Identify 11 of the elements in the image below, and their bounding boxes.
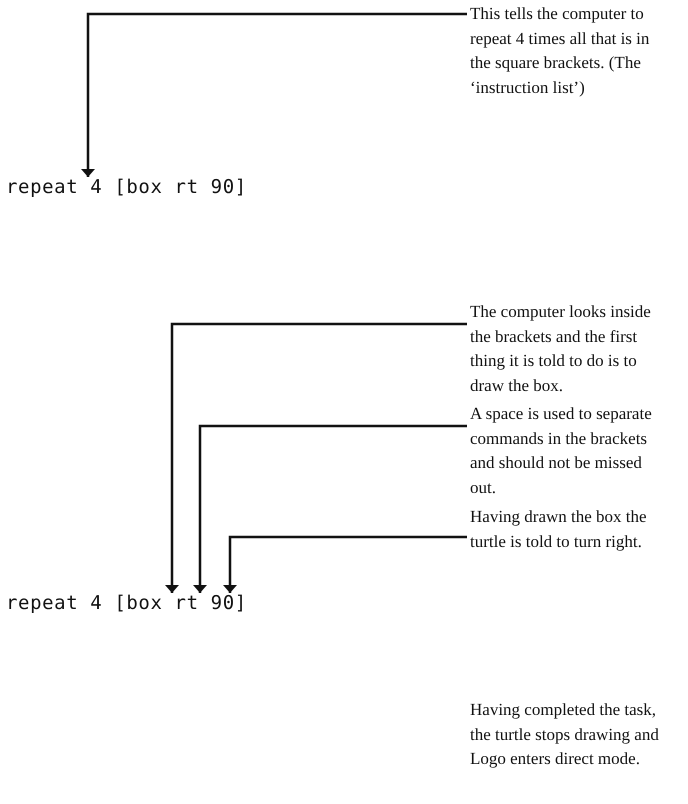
code-line: repeat 4 [box rt 90] xyxy=(6,592,247,614)
callout-text: The computer looks inside the brackets and the first thing it is told to do is to draw the box. xyxy=(470,300,670,398)
leader-arrow xyxy=(81,12,467,177)
code-line: repeat 4 [box rt 90] xyxy=(6,176,247,198)
note-text: Having completed the task, the turtle stops drawing and Logo enters direct mode. xyxy=(470,699,660,770)
callout-text: This tells the computer to repeat 4 times all that is in the square brackets. (The ‘instruction list’) xyxy=(470,2,670,100)
leader-arrow xyxy=(165,322,467,593)
leader-arrow xyxy=(193,424,467,593)
callout-text: A space is used to separate commands in the brackets and should not be missed out. xyxy=(470,402,670,500)
leader-arrow xyxy=(223,536,467,593)
callout-text: Having drawn the box the turtle is told to turn right. xyxy=(470,505,670,554)
